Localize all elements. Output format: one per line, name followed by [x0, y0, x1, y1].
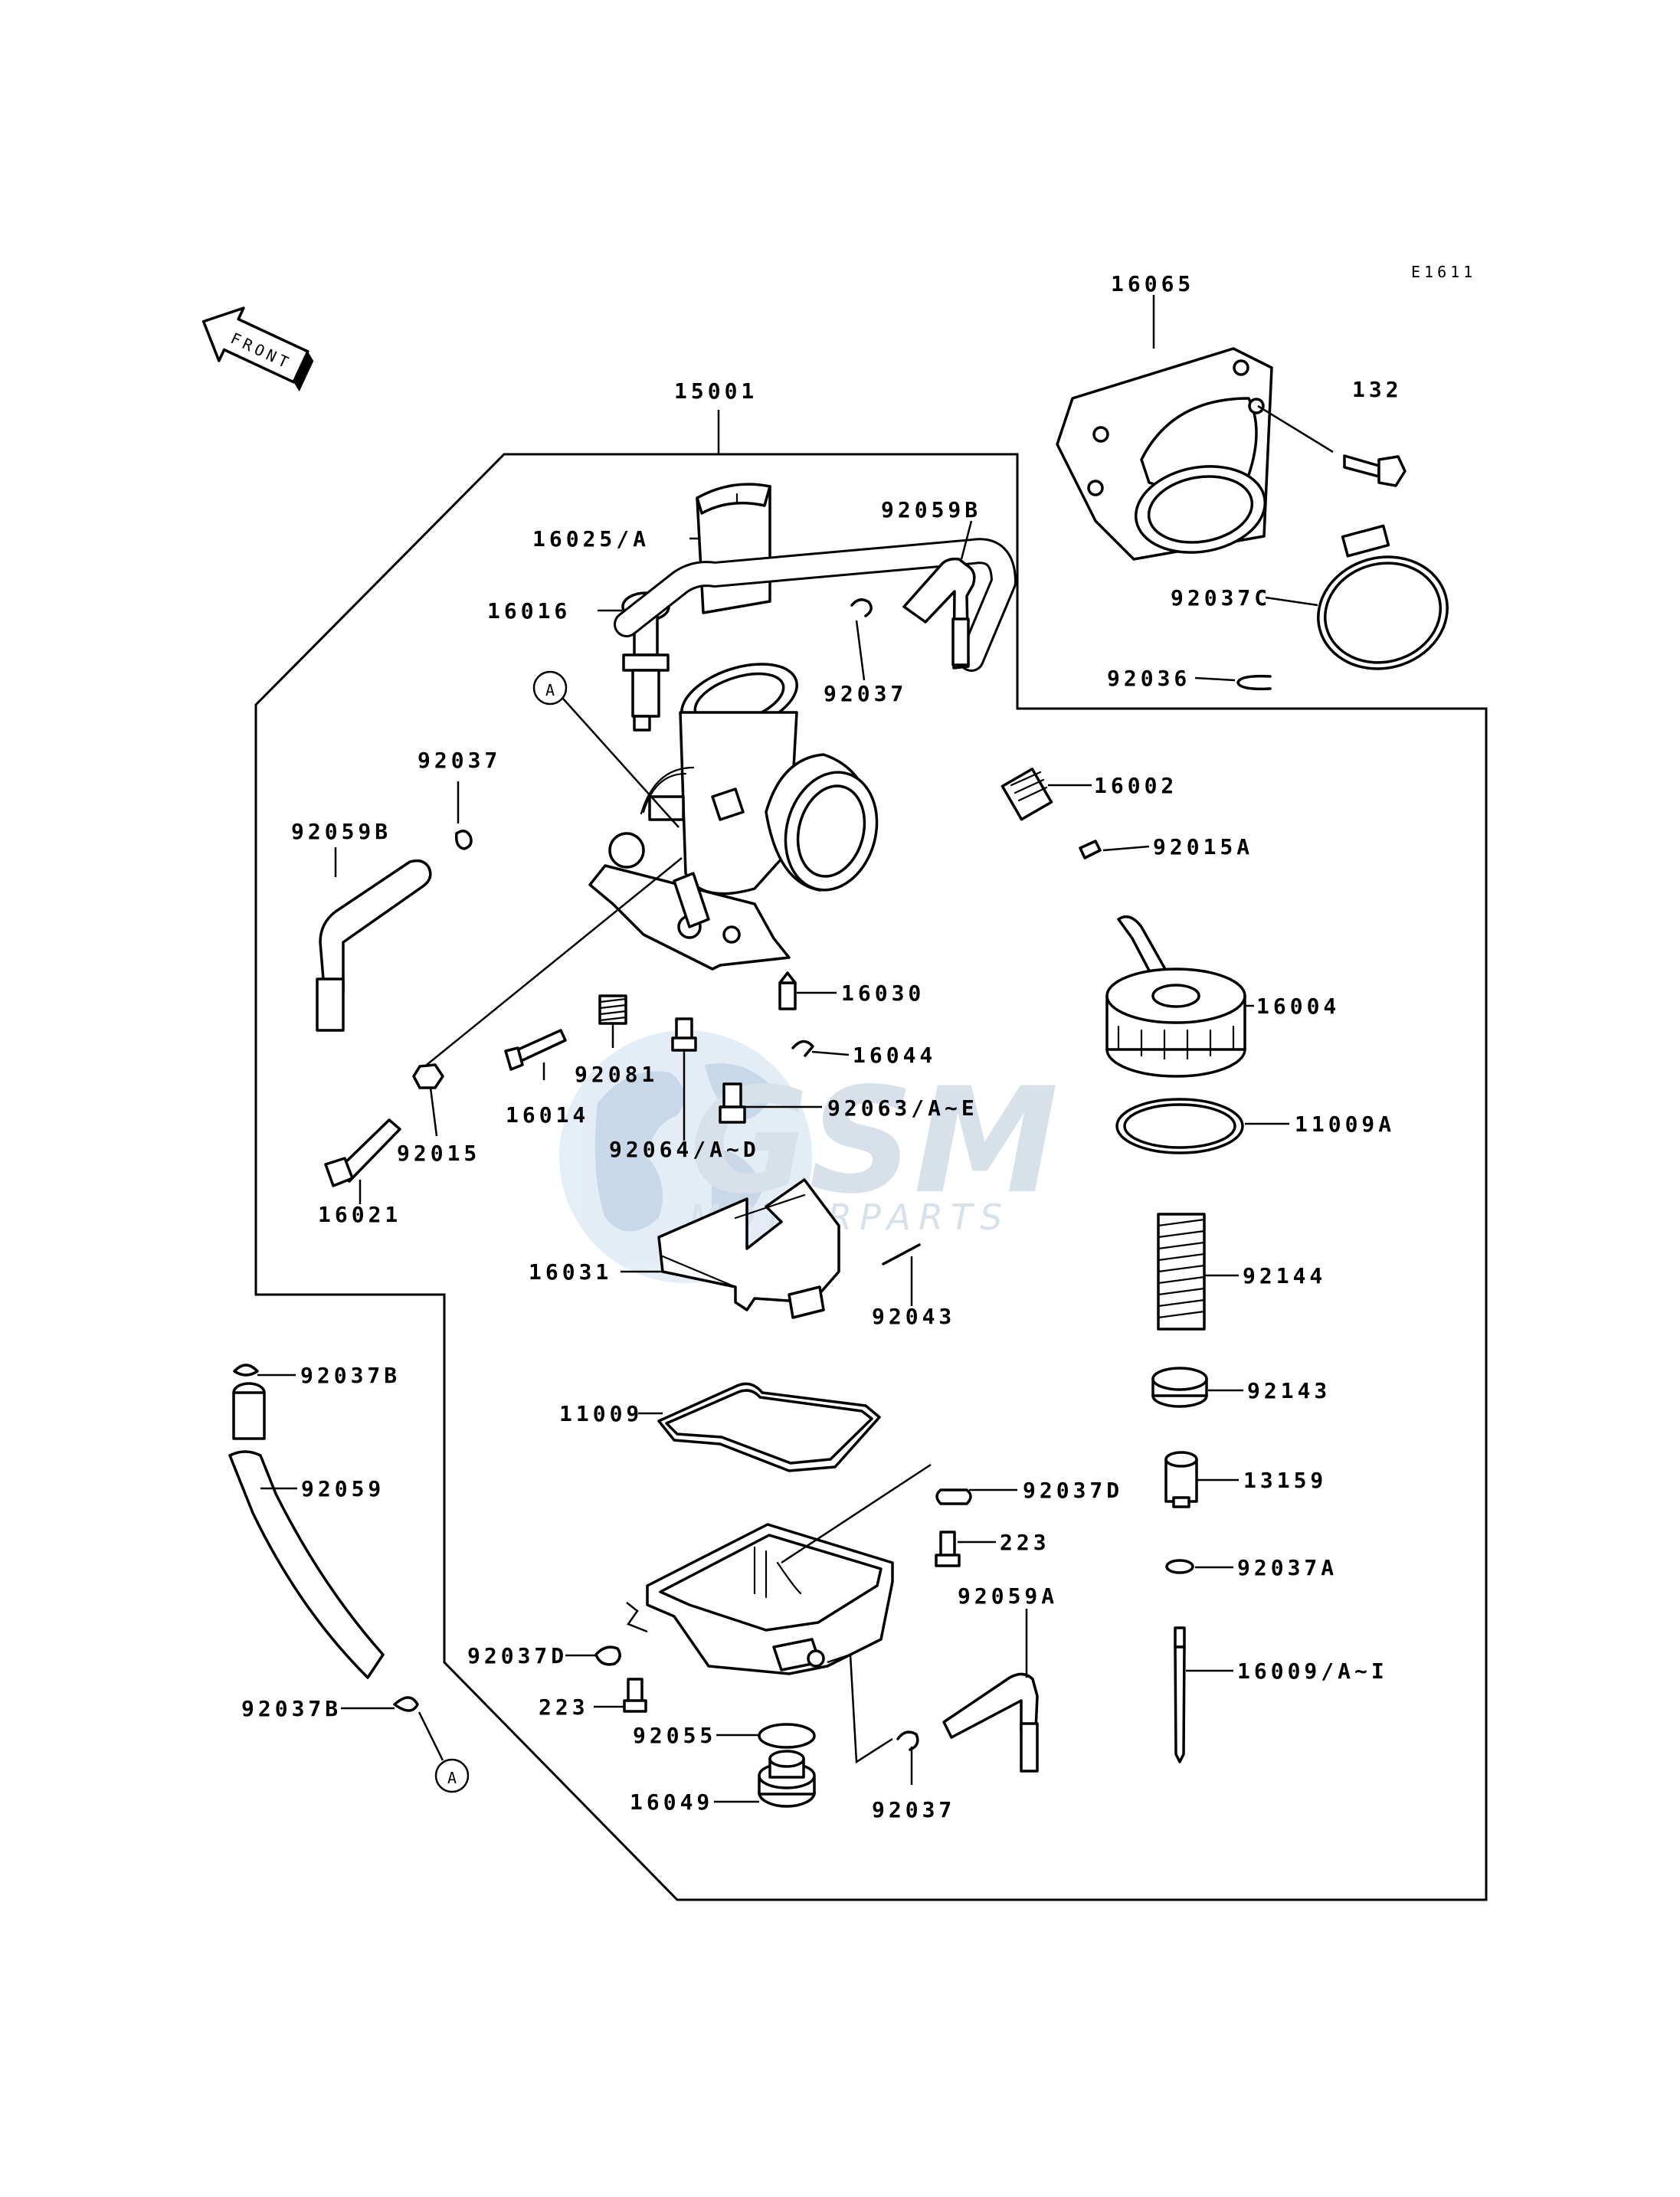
- nut-92015: [412, 1063, 444, 1089]
- label-92063: 92063/A~E: [827, 1095, 978, 1121]
- label-16004: 16004: [1256, 994, 1340, 1019]
- label-92059a: 92059A: [958, 1583, 1058, 1609]
- label-16065: 16065: [1111, 271, 1194, 296]
- clip-92037b-top: [233, 1364, 259, 1377]
- jet-92064: [671, 1017, 697, 1052]
- label-16016: 16016: [487, 598, 571, 624]
- clip-92036: [1236, 674, 1272, 691]
- throttle-valve-16025: [696, 483, 771, 614]
- bolt-132: [1343, 454, 1407, 487]
- label-92064: 92064/A~D: [609, 1137, 760, 1162]
- hose-92059b-top: [614, 538, 1017, 672]
- screw-16014: [504, 1029, 567, 1071]
- label-16049: 16049: [630, 1789, 713, 1815]
- label-92037b-top: 92037B: [300, 1363, 401, 1388]
- o-ring-11009a: [1115, 1098, 1244, 1154]
- callout-a-bottom: A: [434, 1758, 470, 1793]
- clamp-92037c: [1317, 524, 1449, 670]
- label-92037d-left: 92037D: [467, 1643, 568, 1668]
- intake-manifold-16065: [1056, 347, 1273, 561]
- hose-92059b-top-shape: [902, 557, 976, 670]
- pin-92043: [882, 1243, 921, 1265]
- float-bowl: [646, 1523, 894, 1675]
- screw-223-right: [935, 1531, 961, 1567]
- svg-text:A: A: [447, 1769, 457, 1787]
- clip-92037d-left: [594, 1645, 621, 1666]
- label-92144: 92144: [1243, 1263, 1326, 1288]
- jet-16002: [1000, 768, 1053, 821]
- label-223-left: 223: [539, 1694, 589, 1720]
- label-16021: 16021: [318, 1202, 401, 1227]
- drain-plug-16049: [758, 1750, 816, 1808]
- clip-92037b-bottom: [393, 1696, 419, 1712]
- diagram-code: E1611: [1411, 263, 1476, 281]
- label-92037-bottom: 92037: [872, 1797, 955, 1822]
- needle-valve-16030: [778, 971, 797, 1010]
- label-92037b-bottom: 92037B: [241, 1696, 342, 1721]
- label-11009a: 11009A: [1295, 1112, 1395, 1137]
- label-92143: 92143: [1247, 1378, 1331, 1403]
- cap-16004: [1105, 915, 1246, 1078]
- clip-92037-bottom: [896, 1730, 919, 1751]
- label-15001: 15001: [674, 378, 758, 404]
- svg-text:A: A: [545, 681, 555, 699]
- hose-92059a: [942, 1672, 1039, 1773]
- carburetor-body: [588, 663, 879, 971]
- part-13159: [1164, 1451, 1198, 1508]
- spring-92081: [598, 994, 627, 1025]
- label-92037-top: 92037: [824, 681, 907, 706]
- front-arrow-icon: FRONT: [201, 306, 314, 392]
- label-92015a: 92015A: [1153, 834, 1253, 859]
- screw-223-left: [623, 1678, 647, 1713]
- label-92037-left: 92037: [418, 748, 501, 773]
- label-92081: 92081: [575, 1062, 658, 1087]
- label-92037d-right: 92037D: [1023, 1478, 1123, 1503]
- float-16031: [657, 1178, 840, 1319]
- part-labels: 15001 16065 132 16025/A 92059B 16016 920…: [241, 271, 1403, 1822]
- hose-92059b-left: [316, 859, 432, 1032]
- label-16009: 16009/A~I: [1237, 1658, 1388, 1684]
- label-16030: 16030: [841, 981, 925, 1006]
- label-16025a: 16025/A: [532, 526, 650, 552]
- assembly-boundary: [254, 453, 1488, 1901]
- label-11009: 11009: [559, 1401, 643, 1426]
- label-92015: 92015: [397, 1141, 480, 1166]
- watermark-logo: GSM: [689, 1056, 1059, 1226]
- clip-92037-left: [454, 830, 473, 850]
- label-223-right: 223: [1000, 1530, 1050, 1555]
- label-13159: 13159: [1243, 1468, 1327, 1493]
- gasket-11009: [657, 1382, 881, 1472]
- leader-lines: [257, 295, 1334, 1803]
- label-92036: 92036: [1107, 666, 1190, 691]
- spring-92144: [1157, 1213, 1206, 1331]
- hose-92059: [228, 1382, 385, 1679]
- screw-92015a: [1079, 840, 1102, 859]
- label-92037a: 92037A: [1237, 1555, 1338, 1580]
- callout-a-top: A: [532, 670, 568, 706]
- jet-needle-16009: [1174, 1626, 1186, 1763]
- clip-92037d-right: [935, 1488, 972, 1505]
- o-ring-92055: [758, 1723, 816, 1749]
- label-16002: 16002: [1094, 773, 1177, 798]
- label-92059: 92059: [301, 1476, 385, 1501]
- label-92037c: 92037C: [1171, 585, 1271, 611]
- clip-16044: [791, 1040, 814, 1057]
- nut-92143: [1151, 1367, 1208, 1408]
- label-16031: 16031: [529, 1259, 612, 1285]
- label-16014: 16014: [506, 1102, 589, 1128]
- label-92059b-left: 92059B: [291, 819, 391, 844]
- label-92043: 92043: [872, 1304, 955, 1329]
- label-132: 132: [1352, 377, 1403, 402]
- clip-92037a: [1165, 1559, 1194, 1574]
- clip-92037-top: [850, 598, 873, 617]
- watermark-continent-a: [594, 1071, 684, 1232]
- screw-16021: [324, 1118, 401, 1187]
- label-92059b-top: 92059B: [881, 497, 981, 522]
- jet-92063: [719, 1082, 746, 1124]
- label-16044: 16044: [853, 1043, 936, 1068]
- label-92055: 92055: [633, 1723, 716, 1748]
